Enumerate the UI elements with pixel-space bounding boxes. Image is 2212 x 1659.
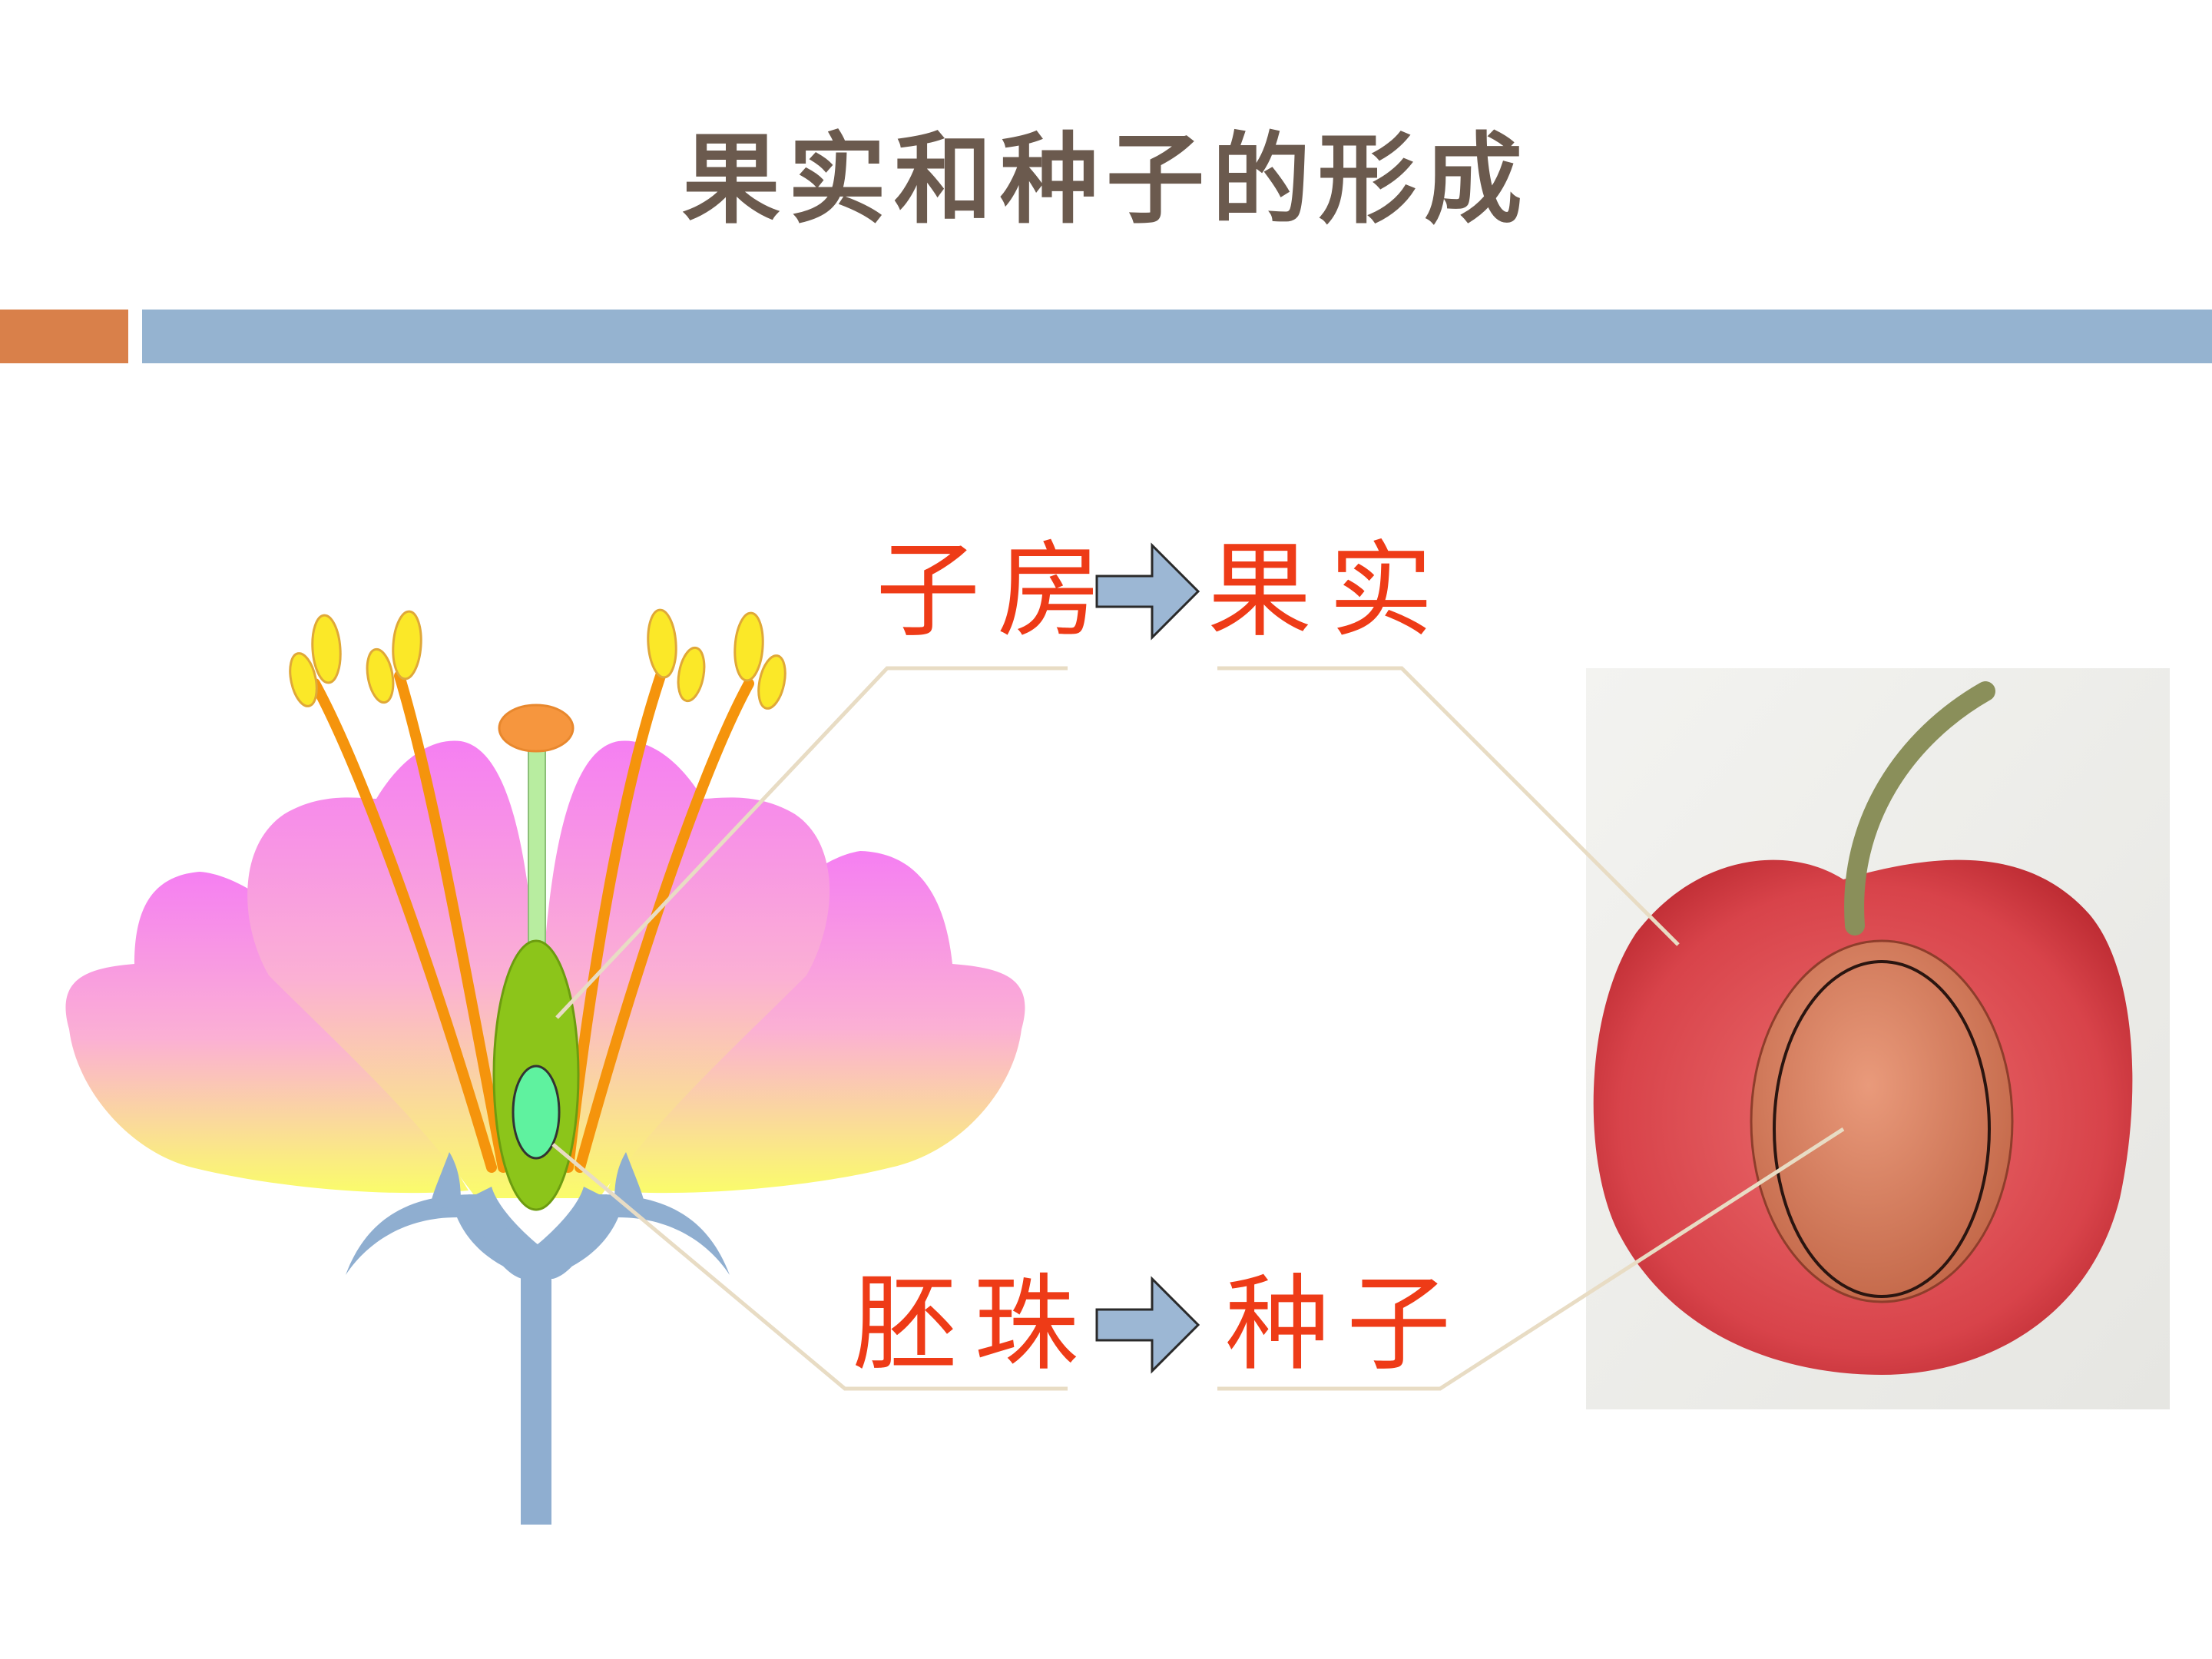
leader-ovule <box>551 1143 1068 1391</box>
leader-ovary <box>555 666 1068 1019</box>
anthers <box>289 608 786 710</box>
header-accent-block <box>0 310 128 363</box>
fruit-stalk <box>1844 681 1995 935</box>
stamens <box>310 671 754 1173</box>
seed-outline <box>1773 960 1991 1298</box>
ovule <box>512 1065 561 1160</box>
leader-lines <box>551 666 1845 1391</box>
arrow-ovule-to-seed <box>1095 1276 1200 1374</box>
cherry-cross-section <box>1586 668 2170 1409</box>
leader-fruit <box>1217 666 1680 946</box>
pistil <box>492 704 580 1211</box>
header-band <box>142 310 2212 363</box>
fruit-pit <box>1750 939 2014 1303</box>
label-ovary: 子房 <box>876 531 1118 652</box>
slide-title: 果实和种子的形成 <box>681 123 1530 237</box>
label-seed: 种子 <box>1225 1264 1468 1386</box>
leader-seed <box>1217 1127 1845 1391</box>
stigma <box>498 704 575 753</box>
label-ovule: 胚珠 <box>853 1264 1095 1386</box>
arrow-ovary-to-fruit <box>1095 542 1200 641</box>
flower-illustration <box>65 608 1025 1525</box>
process-arrows <box>1095 542 1200 1374</box>
flower-stem <box>521 1260 551 1525</box>
receptacle-and-stem <box>346 1152 730 1525</box>
label-fruit: 果实 <box>1207 531 1450 652</box>
